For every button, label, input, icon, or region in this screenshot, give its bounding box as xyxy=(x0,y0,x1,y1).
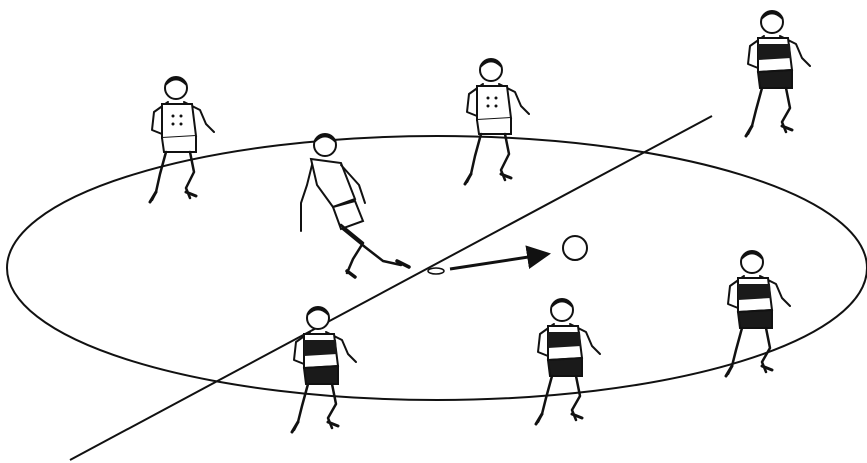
arrow-right-icon xyxy=(450,254,548,269)
pass-marker xyxy=(428,268,444,274)
diagonal-line xyxy=(70,116,712,460)
player-dark-topright xyxy=(746,11,810,136)
player-dark-bottomcenter xyxy=(536,299,600,424)
player-white-passer xyxy=(301,134,409,277)
player-dark-right xyxy=(726,251,790,376)
ball-icon xyxy=(563,236,587,260)
player-dark-bottomleft xyxy=(292,307,356,432)
player-white-topcenter xyxy=(465,59,529,184)
player-white-topleft xyxy=(150,77,214,202)
